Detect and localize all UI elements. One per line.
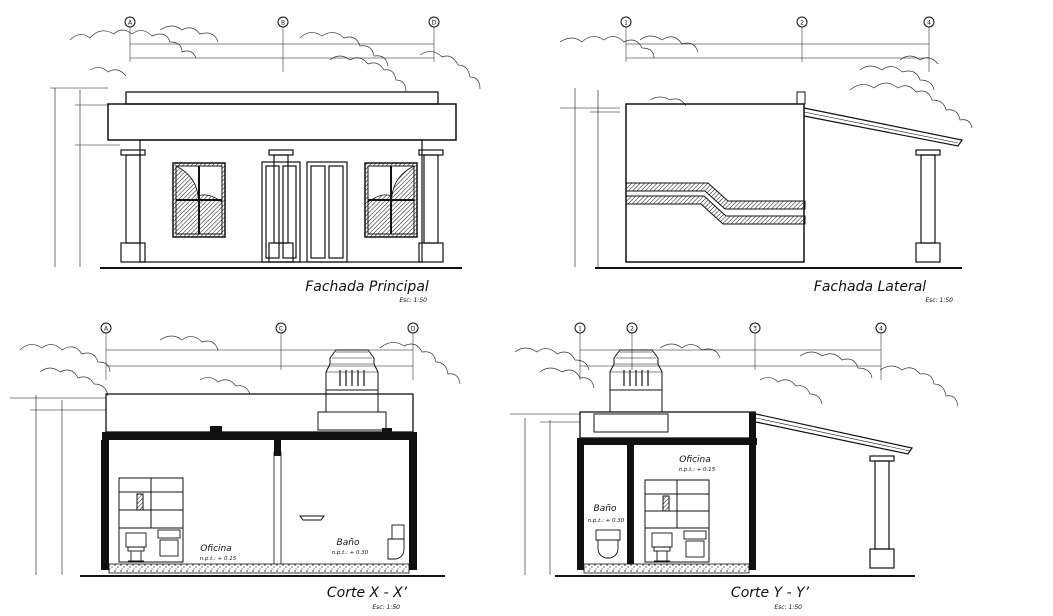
svg-text:B: B — [281, 20, 285, 27]
svg-text:4: 4 — [927, 20, 931, 27]
roof-parapet — [125, 91, 439, 105]
fachada-principal-view: A B D — [50, 16, 481, 304]
chimney — [796, 91, 806, 105]
left-window — [172, 162, 226, 238]
corte-y-title: Corte Y - Y’ — [731, 585, 810, 601]
trees-outline — [69, 25, 481, 93]
svg-text:2: 2 — [800, 20, 804, 27]
office-bookshelf — [644, 479, 710, 563]
corte-y-scale: Esc: 1:50 — [774, 604, 802, 611]
room-level-oficina: n.p.t.: + 0.15 — [679, 467, 716, 473]
trees-outline — [514, 343, 959, 407]
roof-slab-section — [577, 438, 757, 445]
sloped-roof — [803, 107, 963, 147]
fachada-principal-title: Fachada Principal — [305, 279, 429, 295]
room-level-bano: n.p.t.: + 0.30 — [332, 550, 369, 556]
axis-markers: A C D — [100, 322, 419, 380]
trees-outline — [19, 335, 461, 397]
svg-text:D: D — [411, 326, 416, 333]
corte-y-view: 1 2 3 4 — [510, 322, 959, 611]
washbasin — [299, 515, 325, 521]
sloped-roof — [755, 413, 913, 455]
fachada-lateral-title: Fachada Lateral — [814, 279, 927, 295]
corte-x-view: A C D — [10, 322, 461, 611]
svg-text:4: 4 — [879, 326, 883, 333]
svg-text:1: 1 — [578, 326, 582, 333]
water-tank — [593, 349, 669, 433]
svg-text:2: 2 — [630, 326, 634, 333]
svg-text:A: A — [128, 20, 133, 27]
svg-text:D: D — [432, 20, 437, 27]
room-level-bano: n.p.t.: + 0.30 — [588, 518, 625, 524]
axis-markers: 1 2 4 — [620, 16, 935, 72]
room-label-bano: Baño — [337, 538, 360, 548]
office-desk-chair — [125, 529, 181, 562]
office-bookshelf — [118, 477, 184, 563]
trees-outline — [559, 35, 973, 129]
fachada-principal-scale: Esc: 1:50 — [399, 297, 427, 304]
toilet — [387, 524, 405, 560]
columns — [120, 149, 444, 263]
wall-band-lower — [625, 195, 806, 225]
fachada-lateral-scale: Esc: 1:50 — [925, 297, 953, 304]
svg-text:C: C — [279, 326, 283, 333]
axis-markers: 1 2 3 4 — [574, 322, 887, 380]
roof-slab — [107, 103, 457, 141]
vertical-dimensions — [10, 395, 106, 575]
vertical-dimensions — [560, 88, 620, 267]
roof-slab-section — [102, 432, 417, 440]
room-label-oficina: Oficina — [200, 544, 232, 554]
office-desk-chair — [651, 530, 707, 562]
corte-x-title: Corte X - X’ — [327, 585, 408, 601]
right-window — [364, 162, 418, 238]
side-column — [915, 149, 941, 263]
room-label-oficina: Oficina — [679, 455, 711, 465]
room-level-oficina: n.p.t.: + 0.15 — [200, 556, 237, 562]
svg-text:1: 1 — [624, 20, 628, 27]
axis-markers: A B D — [124, 16, 440, 72]
wall-band-upper — [625, 182, 806, 210]
corridor-column — [869, 455, 895, 569]
svg-text:A: A — [104, 326, 109, 333]
svg-text:3: 3 — [753, 326, 757, 333]
vertical-dimensions — [510, 413, 580, 575]
vertical-dimensions — [50, 87, 120, 267]
corte-x-scale: Esc: 1:50 — [372, 604, 400, 611]
fachada-lateral-view: 1 2 4 Fachada Lateral Esc: 1:50 — [559, 16, 973, 304]
water-tank — [317, 349, 387, 431]
room-label-bano: Baño — [594, 504, 617, 514]
front-doors — [261, 161, 348, 263]
toilet — [595, 529, 621, 559]
